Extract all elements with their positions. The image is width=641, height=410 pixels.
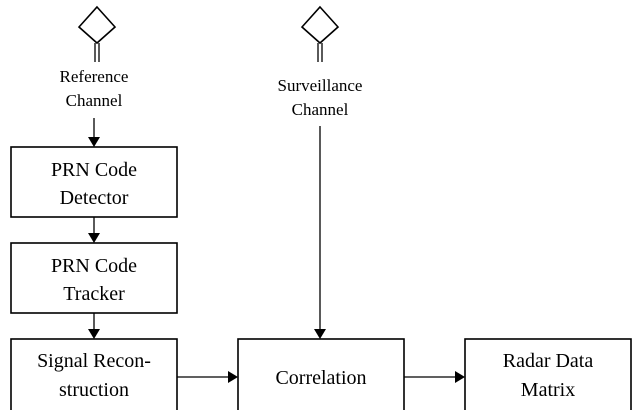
signal-reconstruction-label-line1: Signal Recon- [37, 350, 151, 372]
reference-antenna-icon [77, 5, 117, 62]
prn-code-tracker-block: PRN Code Tracker [10, 242, 178, 314]
reference-channel-label-line2: Channel [66, 91, 123, 110]
prn-code-tracker-label-line2: Tracker [63, 283, 125, 305]
radar-data-matrix-label-line1: Radar Data [503, 350, 594, 372]
arrow-detector-to-tracker [88, 217, 100, 243]
prn-code-tracker-label-line1: PRN Code [51, 255, 137, 277]
radar-data-matrix-label-line2: Matrix [521, 379, 575, 401]
arrow-correlation-to-radar-matrix [404, 371, 465, 383]
prn-code-detector-label-line1: PRN Code [51, 159, 137, 181]
arrow-surveillance-to-correlation [314, 126, 326, 339]
arrow-reference-to-detector [88, 118, 100, 147]
surveillance-antenna-icon [300, 5, 340, 62]
reference-channel-label-line1: Reference [60, 67, 129, 86]
surveillance-channel-label-line1: Surveillance [278, 76, 363, 95]
arrow-tracker-to-reconstruction [88, 313, 100, 339]
prn-code-detector-block: PRN Code Detector [10, 146, 178, 218]
arrow-reconstruction-to-correlation [177, 371, 238, 383]
radar-data-matrix-block: Radar Data Matrix [464, 338, 632, 410]
correlation-block: Correlation [237, 338, 405, 410]
signal-reconstruction-label-line2: struction [59, 379, 129, 401]
correlation-label: Correlation [275, 367, 366, 389]
prn-code-detector-label-line2: Detector [60, 187, 129, 209]
surveillance-channel-label-line2: Channel [292, 100, 349, 119]
signal-reconstruction-block: Signal Recon- struction [10, 338, 178, 410]
